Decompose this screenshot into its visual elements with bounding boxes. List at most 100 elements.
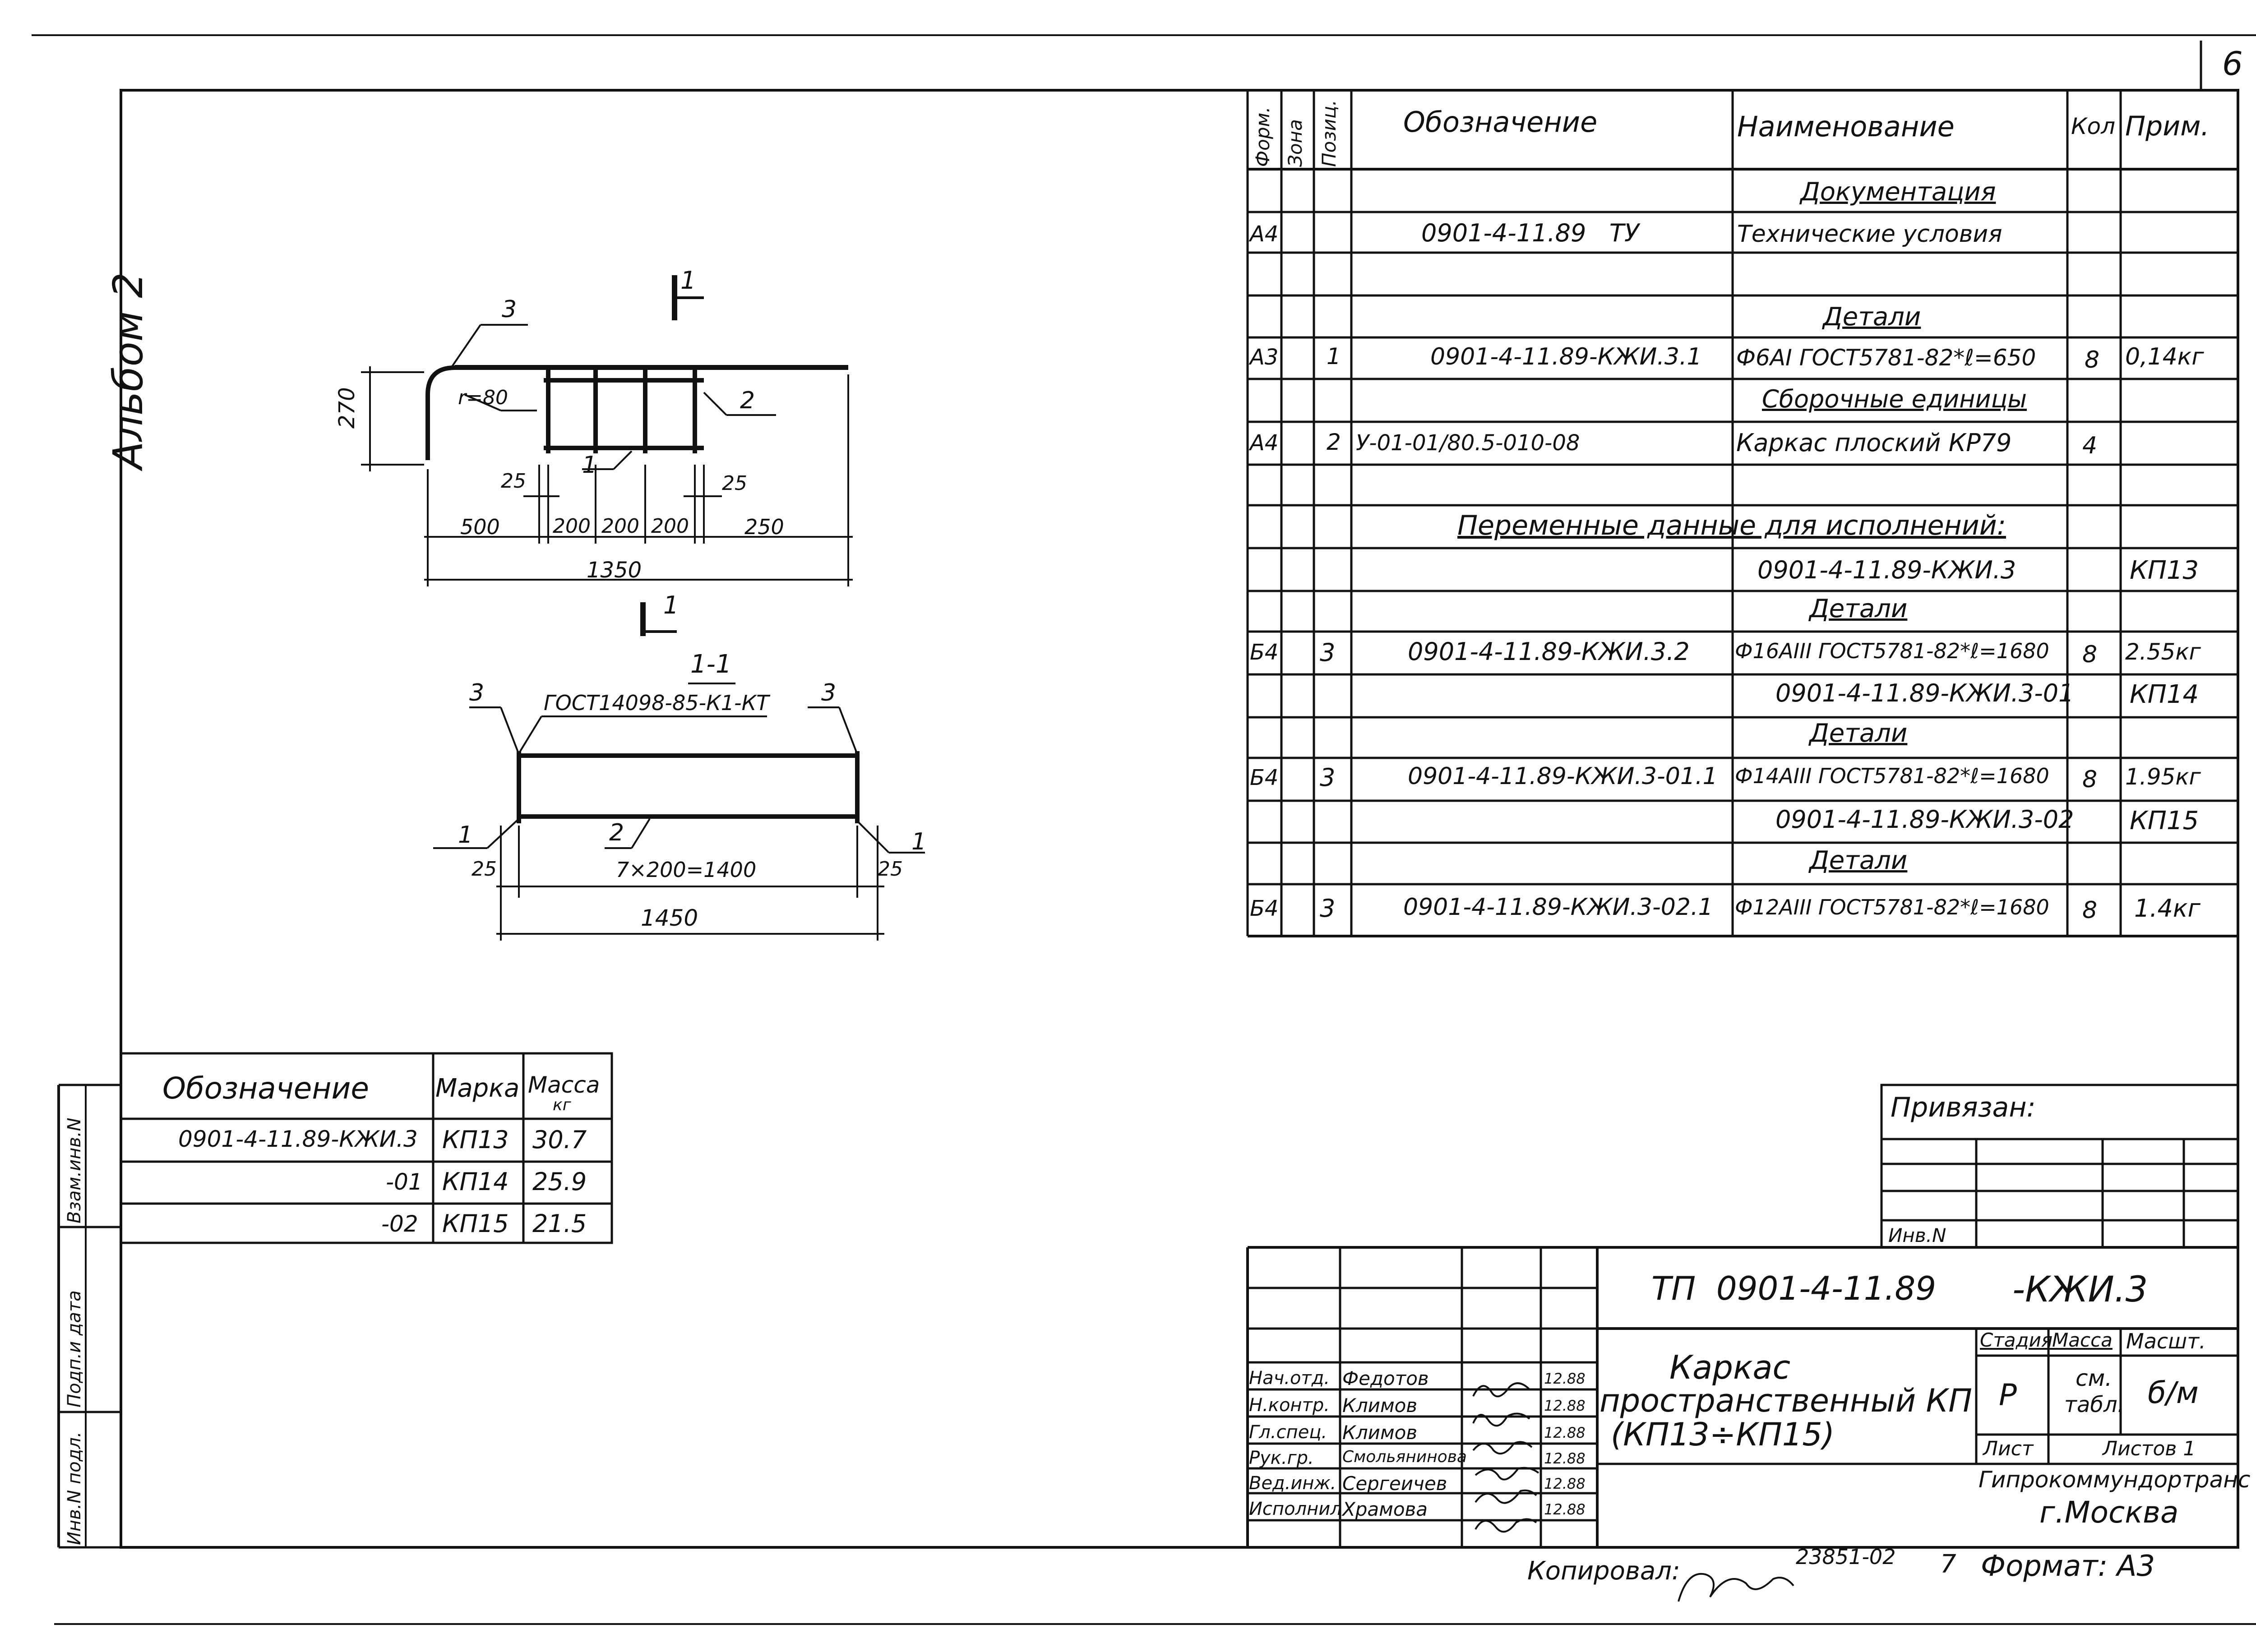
callout-bar-3-right: 3 [821,679,837,706]
staff-role: Гл.спец. [1249,1422,1327,1443]
spec-row-heading: Документация [1800,177,1996,207]
spec-header-format: Форм. [1252,106,1274,167]
callout-bar-2-section: 2 [609,819,624,846]
staff-name: Климов [1342,1394,1418,1417]
format-label: Формат: А3 [1981,1550,2155,1583]
staff-date: 12.88 [1544,1501,1586,1518]
spec-variant-designation: 0901-4-11.89-КЖИ.3-02 [1775,805,2074,834]
dim-height: 270 [334,387,360,429]
spec-row-name: Ф14АIII ГОСТ5781-82*ℓ=1680 [1735,764,2049,788]
mass-row-mark: КП15 [442,1209,509,1238]
city: г.Москва [2039,1495,2179,1530]
spec-header-qty: Кол [2071,113,2116,139]
spec-row-designation: 0901-4-11.89-КЖИ.3.1 [1430,343,1702,370]
privyazan-label: Привязан: [1891,1092,2036,1123]
spec-header-position: Позиц. [1318,100,1340,167]
dim-section-25-right: 25 [878,858,903,881]
staff-role: Вед.инж. [1249,1473,1336,1494]
staff-date: 12.88 [1544,1475,1586,1492]
section-view-linework [433,683,925,941]
mass-header-mark: Марка [435,1074,520,1103]
spec-row-position: 3 [1320,763,1336,792]
spec-row-format: А3 [1250,345,1279,370]
staff-name: Федотов [1342,1367,1429,1389]
document-code: ТП 0901-4-11.89 [1651,1269,1937,1307]
dim-250: 250 [744,515,784,539]
spec-header-name: Наименование [1737,110,1955,143]
callout-bar-1-right: 1 [911,828,927,855]
side-stamp-podp-data: Подп.и дата [64,1290,85,1407]
weld-note: ГОСТ14098-85-К1-КТ [544,691,769,715]
mass-row-designation: -02 [381,1211,418,1237]
callout-bar-1: 1 [582,452,597,479]
callout-bar-2: 2 [740,387,755,414]
staff-name: Храмова [1342,1498,1428,1520]
mass-row-designation: -01 [386,1169,423,1195]
spec-row-designation: 0901-4-11.89-КЖИ.3-01.1 [1408,763,1718,790]
sheet-label: Лист [1983,1437,2034,1460]
mass-header-unit: кг [553,1096,571,1114]
spec-row-name: Каркас плоский КР79 [1736,429,2012,457]
spec-row-format: Б4 [1250,640,1279,665]
staff-role: Нач.отд. [1249,1368,1330,1389]
spec-variant-mark: КП15 [2130,806,2199,835]
spec-header-zone: Зона [1284,119,1306,167]
spec-row-name: Ф16АIII ГОСТ5781-82*ℓ=1680 [1735,639,2049,663]
spec-header-designation: Обозначение [1403,106,1598,138]
plan-view-linework [361,275,853,636]
dim-total-1350: 1350 [587,558,642,583]
spec-row-note: 2.55кг [2125,639,2201,665]
spec-variable-data-heading: Переменные данные для исполнений: [1457,510,2006,541]
spec-row-note: 1.4кг [2134,894,2201,923]
dim-total-1450: 1450 [641,905,698,931]
spec-row-designation: 0901-4-11.89-КЖИ.3-02.1 [1403,894,1713,921]
stage-value: Р [1999,1378,2017,1412]
inv-number-label: Инв.N [1888,1224,1946,1246]
radius-note: r=80 [458,386,508,409]
callout-bar-1-left: 1 [458,821,473,849]
callout-bar-3-left: 3 [469,679,485,706]
title-line-3: (КП13÷КП15) [1611,1416,1835,1453]
copied-by-label: Копировал: [1527,1556,1680,1586]
scale-value: б/м [2148,1375,2199,1410]
staff-name: Смольянинова [1342,1448,1467,1466]
organization: Гипрокоммундортранс [1979,1467,2251,1493]
signatures [1472,1382,1794,1602]
album-label: Альбом 2 [105,272,152,469]
spec-row-note: 0,14кг [2125,343,2204,370]
spec-row-name: Ф6АI ГОСТ5781-82*ℓ=650 [1736,345,2036,371]
dim-spacing: 7×200=1400 [616,858,757,882]
sheet-number: 6 [2222,45,2243,83]
mass-header-mass: Масса [528,1072,600,1098]
spec-row-qty: 8 [2085,346,2100,374]
staff-date: 12.88 [1544,1424,1586,1441]
section-mark-bottom: 1 [663,591,679,619]
mass-row-mass: 25.9 [532,1167,587,1196]
mass-header-designation: Обозначение [162,1071,369,1106]
spec-row-format: А4 [1250,430,1279,456]
staff-date: 12.88 [1544,1397,1586,1414]
staff-name: Сергеичев [1342,1472,1447,1495]
spec-row-position: 2 [1327,429,1341,455]
dim-200-b: 200 [601,515,639,538]
dim-25-right: 25 [722,472,747,495]
spec-variant-designation: 0901-4-11.89-КЖИ.3-01 [1775,679,2074,707]
spec-row-qty: 8 [2082,897,2098,924]
staff-name: Климов [1342,1421,1418,1444]
mass-row-mark: КП14 [442,1167,509,1196]
mass-row-mark: КП13 [442,1126,509,1154]
staff-date: 12.88 [1544,1450,1586,1467]
spec-header-note: Прим. [2125,111,2210,142]
spec-row-note: 1.95кг [2125,764,2201,790]
mass-row-mass: 21.5 [532,1209,587,1238]
spec-row-qty: 8 [2082,641,2098,668]
spec-row-name: Технические условия [1737,221,2002,248]
staff-date: 12.88 [1544,1370,1586,1387]
mass-label: Масса [2052,1329,2113,1351]
dim-500: 500 [460,515,500,539]
staff-role: Н.контр. [1249,1395,1330,1416]
spec-row-heading: Сборочные единицы [1762,385,2027,413]
mass-row-designation: 0901-4-11.89-КЖИ.3 [178,1126,418,1152]
staff-role: Исполнил [1249,1499,1342,1519]
spec-row-position: 3 [1320,638,1336,667]
